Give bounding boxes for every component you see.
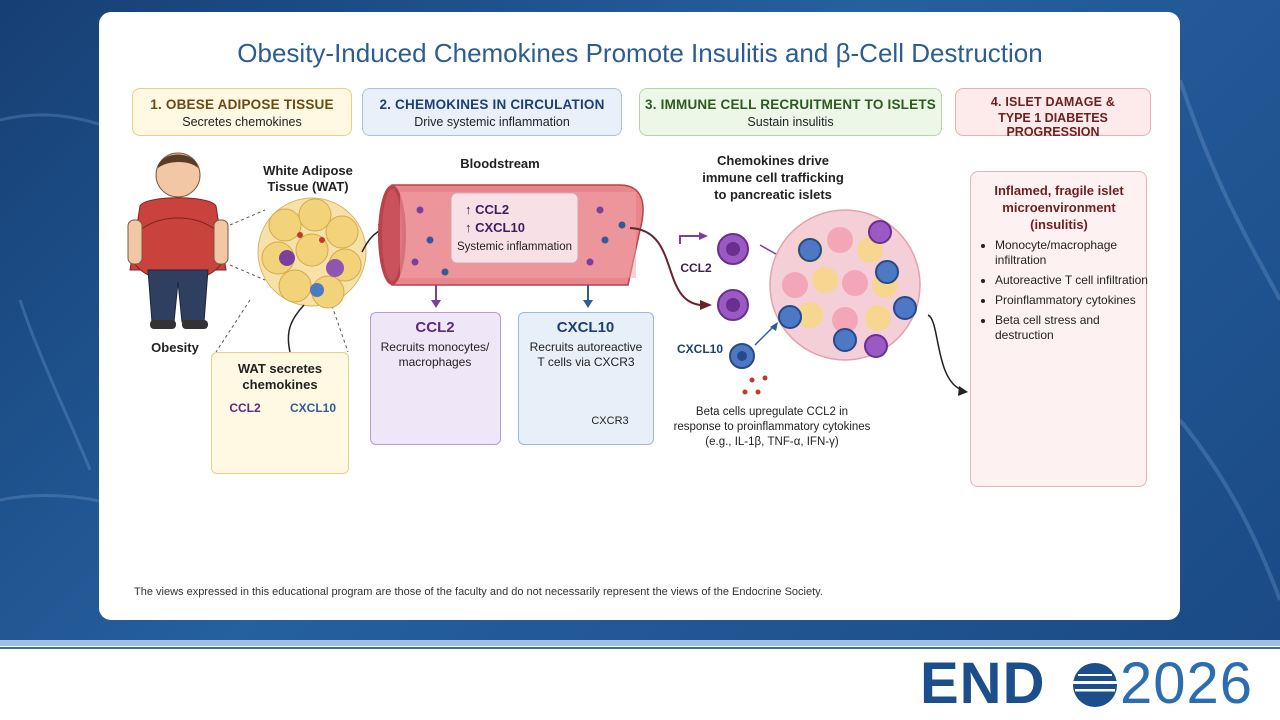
stage-3-heading: 3. IMMUNE CELL RECRUITMENT TO ISLETS <box>645 97 936 112</box>
endo-logo: END 2026 <box>920 652 1270 716</box>
footer-stripe-dark <box>0 647 1280 649</box>
ccl2-box-text: Recruits monocytes/ macrophages <box>380 340 490 369</box>
vessel-inflammation-line: Systemic inflammation <box>456 241 573 253</box>
bloodstream-label: Bloodstream <box>460 156 540 171</box>
insulitis-bullet: Beta cell stress and destruction <box>995 313 1155 343</box>
insulitis-bullet: Proinflammatory cytokines <box>995 293 1155 308</box>
obese-person-figure <box>127 152 229 329</box>
stage-1-header: 1. OBESE ADIPOSE TISSUE Secretes chemoki… <box>132 88 352 136</box>
vessel-cxcl10-line: ↑ CXCL10 <box>465 220 525 235</box>
cxcl10-box-title: CXCL10 <box>556 319 615 336</box>
wat-cxcl10-label: CXCL10 <box>289 401 336 415</box>
stage-4-heading: 4. ISLET DAMAGE & <box>990 95 1116 109</box>
obesity-label: Obesity <box>151 340 199 355</box>
vessel-inner-box <box>450 192 579 264</box>
globe-icon <box>1073 663 1117 707</box>
stage-4-heading-2: TYPE 1 DIABETES PROGRESSION <box>998 111 1108 139</box>
stage-1-sub: Secretes chemokines <box>182 115 302 129</box>
insulitis-bullets: Monocyte/macrophage infiltration Autorea… <box>977 238 1155 348</box>
wat-secretes-title: WAT secretes chemokines <box>237 361 323 392</box>
stage-3-header: 3. IMMUNE CELL RECRUITMENT TO ISLETS Sus… <box>639 88 942 136</box>
logo-year: 2026 <box>1120 651 1254 716</box>
disclaimer-text: The views expressed in this educational … <box>134 586 823 598</box>
logo-word: END <box>920 651 1046 716</box>
adipose-tissue-cluster <box>257 197 367 309</box>
footer-stripe <box>0 640 1280 646</box>
ccl2-box-title: CCL2 <box>415 319 455 336</box>
pancreatic-islet <box>769 209 921 361</box>
cxcl10-box-text: Recruits autoreactive T cells via CXCR3 <box>529 340 643 369</box>
slide-title: Obesity-Induced Chemokines Promote Insul… <box>237 38 1043 68</box>
lane-cxcl10-label: CXCL10 <box>676 342 723 356</box>
insulitis-bullet: Autoreactive T cell infiltration <box>995 273 1155 288</box>
footer-band <box>0 640 1280 720</box>
insulitis-bullet: Monocyte/macrophage infiltration <box>995 238 1155 268</box>
trafficking-heading: Chemokines drive immune cell trafficking… <box>702 153 844 202</box>
cxcl10-box: CXCL10 Recruits autoreactive T cells via… <box>518 312 654 445</box>
wat-ccl2-label: CCL2 <box>229 401 261 415</box>
insulitis-title: Inflamed, fragile islet microenvironment… <box>994 183 1124 232</box>
cxcr3-receptor-label: CXCR3 <box>591 415 629 427</box>
wat-label: White Adipose Tissue (WAT) <box>263 163 353 194</box>
stage-1-heading: 1. OBESE ADIPOSE TISSUE <box>150 97 334 112</box>
monocyte-cells-lane3 <box>717 233 755 369</box>
lane-ccl2-label: CCL2 <box>680 261 712 275</box>
stage-2-sub: Drive systemic inflammation <box>414 115 570 129</box>
stage-4-header: 4. ISLET DAMAGE & TYPE 1 DIABETES PROGRE… <box>955 88 1151 139</box>
stage-2-heading: 2. CHEMOKINES IN CIRCULATION <box>379 97 605 112</box>
ccl2-box: CCL2 Recruits monocytes/ macrophages <box>370 312 501 445</box>
stage-2-header: 2. CHEMOKINES IN CIRCULATION Drive syste… <box>362 88 622 136</box>
stage-3-sub: Sustain insulitis <box>747 115 834 129</box>
beta-cell-note: Beta cells upregulate CCL2 in response t… <box>673 406 871 448</box>
wat-secretes-box: WAT secretes chemokines CCL2 CXCL10 <box>211 352 349 474</box>
insulitis-box: Inflamed, fragile islet microenvironment… <box>970 171 1148 487</box>
vessel-ccl2-line: ↑ CCL2 <box>465 202 510 217</box>
